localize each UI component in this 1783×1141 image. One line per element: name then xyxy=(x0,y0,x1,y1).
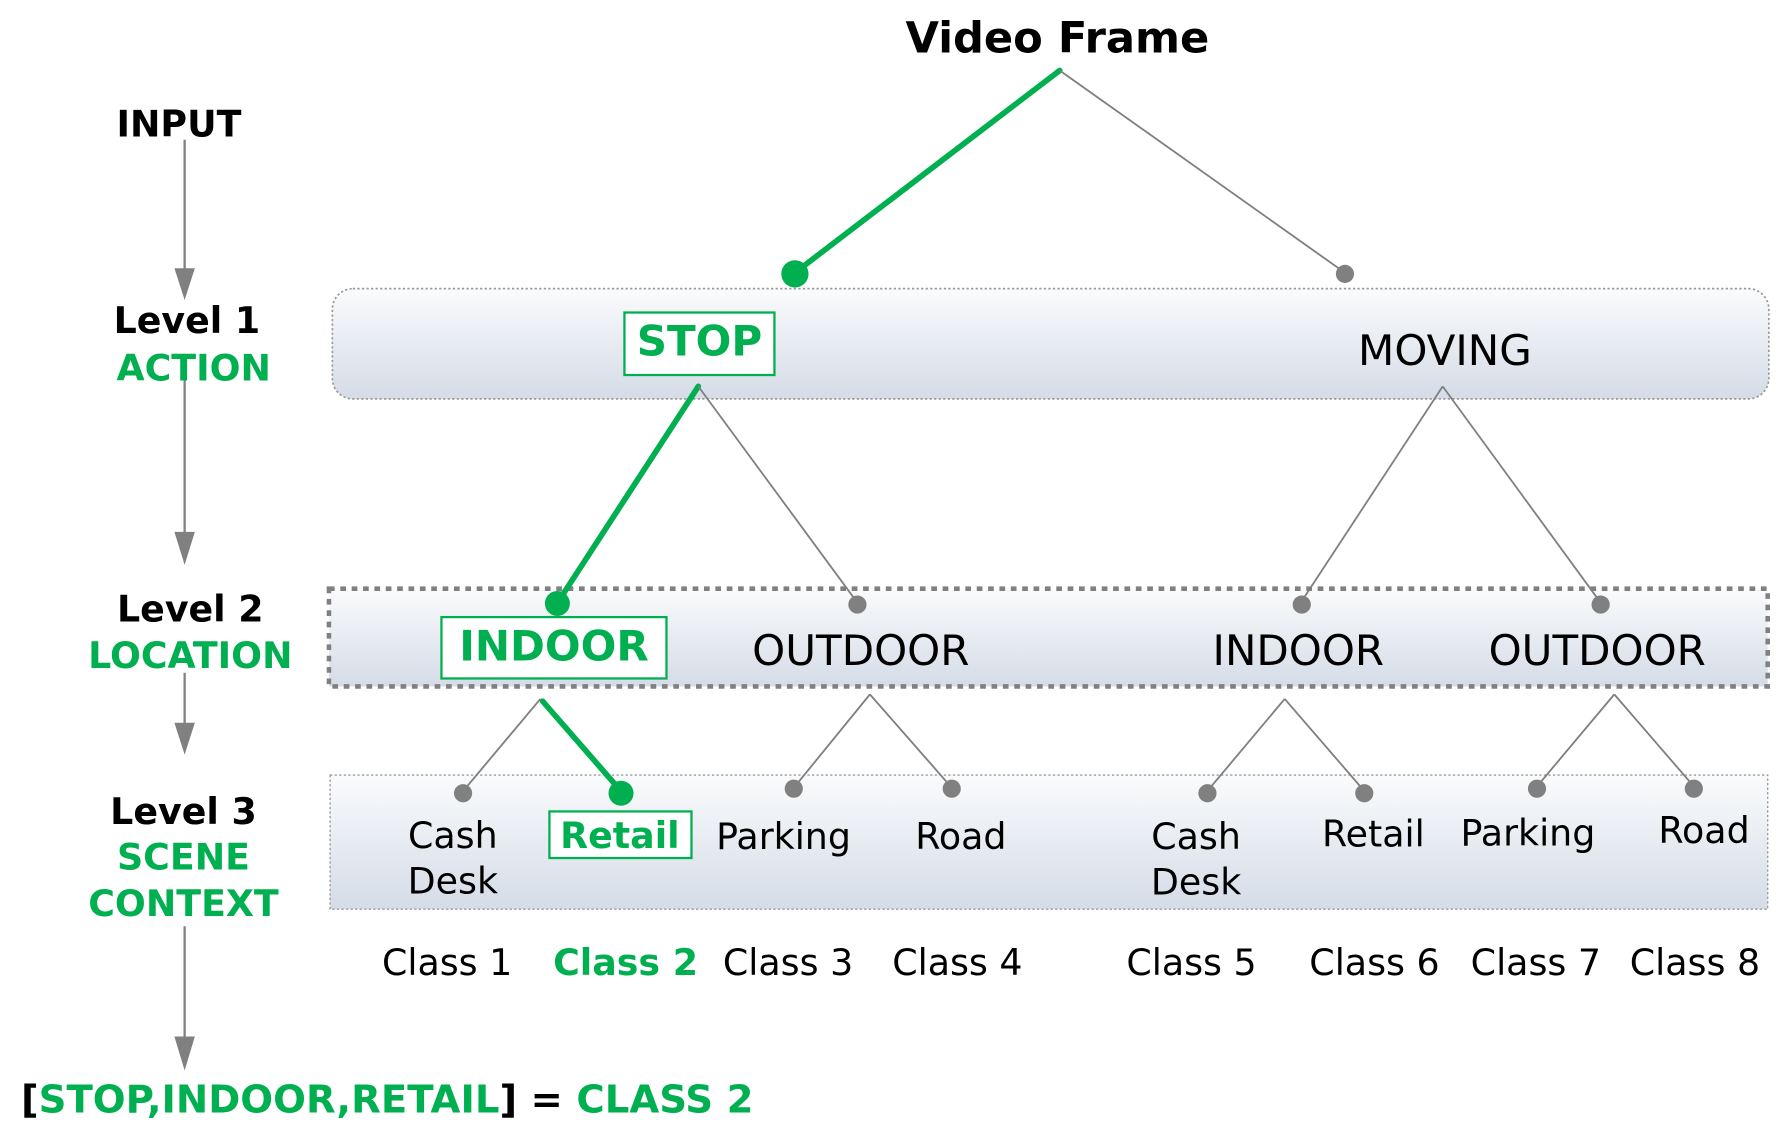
level3-name-line1: SCENE xyxy=(117,835,250,878)
edge-outdoor2-road xyxy=(1613,693,1695,788)
level2-label: Level 2 xyxy=(117,588,264,631)
selected-box-stop xyxy=(623,311,776,377)
node-dot-parking-2 xyxy=(1527,779,1547,798)
level3-node-label: Retail xyxy=(560,814,680,857)
class-label-1: Class 1 xyxy=(382,941,512,984)
flow-arrow-level2-level3 xyxy=(174,672,195,755)
edge-outdoor1-parking xyxy=(794,693,871,788)
node-dot-cashdesk-2 xyxy=(1198,784,1217,803)
level1-node-moving: MOVING xyxy=(1358,326,1532,375)
node-dot-road-1 xyxy=(942,779,961,798)
edge-indoor2-retail xyxy=(1284,698,1365,792)
level3-node-retail-2: Retail xyxy=(1322,813,1425,856)
edge-indoor1-retail xyxy=(539,698,623,793)
class-label-3: Class 3 xyxy=(723,941,853,984)
flow-arrow-level3-result xyxy=(174,926,195,1071)
edge-indoor1-cashdesk xyxy=(463,698,542,791)
edge-root-stop xyxy=(792,67,1063,276)
level2-name: LOCATION xyxy=(88,634,292,677)
class-label-4: Class 4 xyxy=(892,941,1022,984)
node-dot-stop xyxy=(781,260,809,288)
class-label-2: Class 2 xyxy=(553,941,698,984)
edge-root-moving xyxy=(1059,69,1346,274)
level3-node-cashdesk-2-line1: Cash xyxy=(1151,815,1241,858)
level3-node-cashdesk-1-line2: Desk xyxy=(408,859,498,902)
level2-node-indoor-moving: INDOOR xyxy=(1213,626,1385,675)
level2-node-outdoor-stop: OUTDOOR xyxy=(752,626,969,675)
node-dot-outdoor-2 xyxy=(1591,595,1610,614)
class-label-6: Class 6 xyxy=(1309,941,1439,984)
level1-node-stop: STOP xyxy=(623,311,776,377)
node-dot-retail-1 xyxy=(608,780,634,806)
edge-moving-outdoor xyxy=(1441,385,1601,602)
class-label-8: Class 8 xyxy=(1630,941,1760,984)
level3-node-road-1: Road xyxy=(915,815,1006,858)
level3-node-parking-2: Parking xyxy=(1461,812,1596,855)
flow-arrow-input-level1 xyxy=(174,139,195,301)
level1-node-label: STOP xyxy=(637,317,762,366)
node-dot-indoor-2 xyxy=(1292,595,1311,614)
node-dot-outdoor-1 xyxy=(848,595,867,614)
level2-node-indoor-stop: INDOOR xyxy=(440,615,668,680)
node-dot-parking-1 xyxy=(784,779,803,798)
level3-node-retail-selected: Retail xyxy=(548,810,693,860)
level2-node-label: INDOOR xyxy=(459,621,649,670)
result-path: STOP,INDOOR,RETAIL xyxy=(39,1078,500,1123)
level3-node-road-2: Road xyxy=(1658,809,1749,852)
result-close-bracket: ] xyxy=(499,1078,517,1123)
node-dot-cashdesk-1 xyxy=(453,784,473,803)
edge-moving-indoor xyxy=(1300,385,1444,602)
result-formula: [STOP,INDOOR,RETAIL] = CLASS 2 xyxy=(21,1078,753,1123)
result-equals: = xyxy=(517,1078,576,1123)
edge-stop-indoor xyxy=(555,383,702,605)
node-dot-indoor-1 xyxy=(544,590,570,616)
level3-node-cashdesk-2-line2: Desk xyxy=(1151,860,1241,903)
level3-label: Level 3 xyxy=(110,790,257,833)
edge-indoor2-cashdesk xyxy=(1206,698,1286,792)
level1-name: ACTION xyxy=(116,347,270,390)
selected-box-indoor xyxy=(440,615,668,680)
input-label: INPUT xyxy=(116,102,241,145)
flow-arrow-level1-level2 xyxy=(174,375,195,565)
selected-box-retail xyxy=(548,810,693,860)
level2-node-outdoor-moving: OUTDOOR xyxy=(1489,626,1706,675)
class-label-7: Class 7 xyxy=(1471,941,1601,984)
level1-label: Level 1 xyxy=(114,299,261,342)
level3-node-cashdesk-1-line1: Cash xyxy=(408,814,498,857)
class-label-5: Class 5 xyxy=(1126,941,1256,984)
diagram-title: Video Frame xyxy=(906,13,1210,63)
edge-outdoor1-road xyxy=(869,693,952,788)
node-dot-retail-2 xyxy=(1355,784,1374,803)
level3-node-parking-1: Parking xyxy=(716,815,851,858)
level3-name-line2: CONTEXT xyxy=(88,882,279,925)
edge-outdoor2-parking xyxy=(1536,693,1615,788)
edge-stop-outdoor xyxy=(697,385,858,602)
result-open-bracket: [ xyxy=(21,1078,39,1123)
result-class: CLASS 2 xyxy=(576,1078,753,1123)
node-dot-road-2 xyxy=(1684,779,1703,798)
level1-band xyxy=(331,287,1770,400)
node-dot-moving xyxy=(1335,264,1355,283)
